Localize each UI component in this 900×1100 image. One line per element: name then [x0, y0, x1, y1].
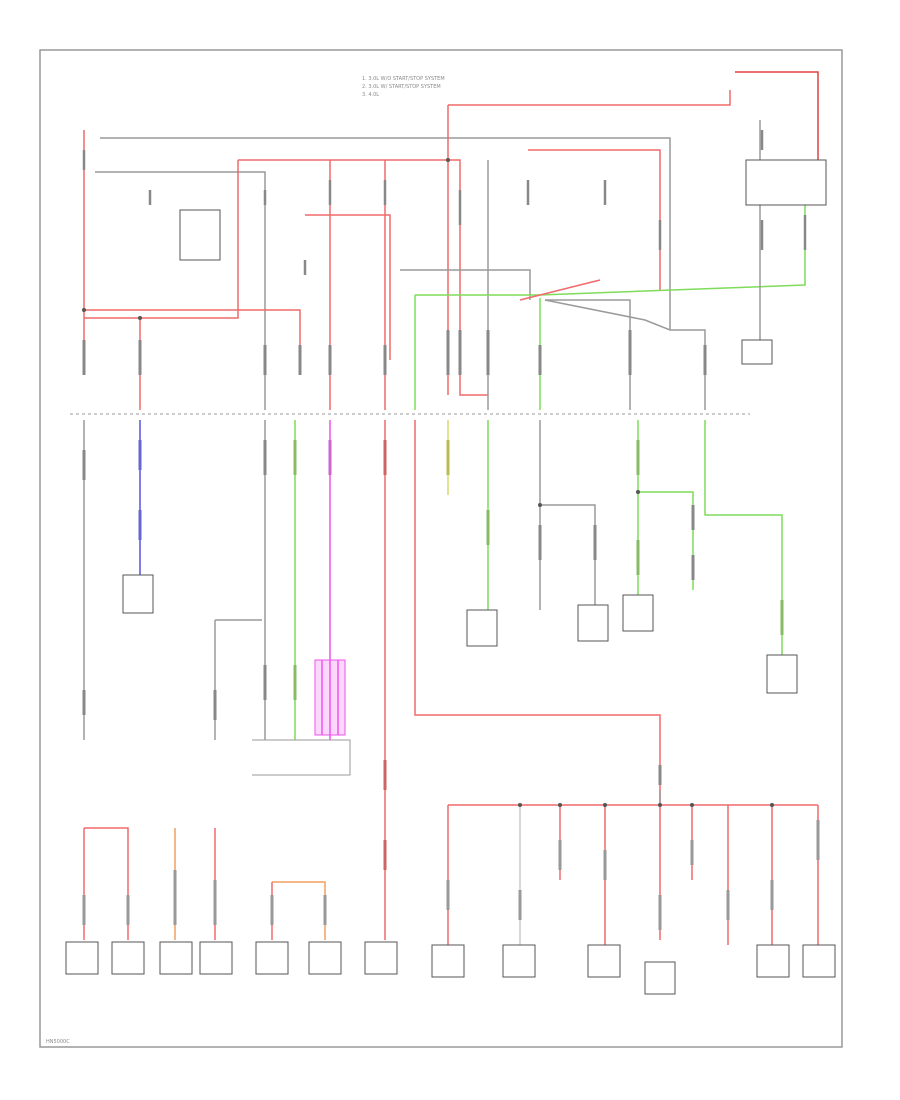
ignition-coil-7: [364, 941, 398, 975]
legend-item-3: 3. 4.0L: [362, 92, 379, 98]
connector-marks: [82, 130, 807, 275]
top-components: [179, 159, 827, 365]
component-d: [766, 654, 798, 694]
ignition-coil-5: [255, 941, 289, 975]
legend-item-2: 2. 3.0L W/ START/STOP SYSTEM: [362, 84, 441, 90]
legend-item-1: 1. 3.0L W/O START/STOP SYSTEM: [362, 76, 445, 82]
fuse-row: [70, 330, 750, 415]
footer-code: HN5000C: [46, 1039, 70, 1045]
oxygen-sensor-2: [502, 944, 536, 978]
junction-dots: [82, 158, 774, 807]
legend: 1. 3.0L W/O START/STOP SYSTEM 2. 3.0L W/…: [362, 76, 445, 98]
middle-wiring: [83, 420, 783, 940]
oxygen-sensor-1: [431, 944, 465, 978]
ignition-coil-2: [111, 941, 145, 975]
component-b: [577, 604, 609, 642]
ignition-coil-3: [159, 941, 193, 975]
oxygen-sensor-5: [802, 944, 836, 978]
component-e: [644, 961, 676, 995]
relay-box-right: [745, 159, 827, 206]
ignition-coil-4: [199, 941, 233, 975]
bottom-wiring: [83, 790, 819, 945]
ignition-coil-6: [308, 941, 342, 975]
component-c: [622, 594, 654, 632]
component-a: [466, 609, 498, 647]
bottom-components: [65, 941, 836, 995]
magenta-connector-block: [314, 659, 346, 736]
ignition-coil-1: [65, 941, 99, 975]
oxygen-sensor-4: [756, 944, 790, 978]
ground-module-right: [741, 339, 773, 365]
component-blue-sensor: [122, 574, 154, 614]
relay-box-left: [179, 209, 221, 261]
oxygen-sensor-3: [587, 944, 621, 978]
bottom-connector-marks: [82, 820, 820, 930]
module-outline: [252, 739, 351, 776]
middle-connector-marks: [82, 440, 784, 870]
diagram-frame: [39, 49, 843, 1048]
middle-components: [122, 574, 798, 694]
